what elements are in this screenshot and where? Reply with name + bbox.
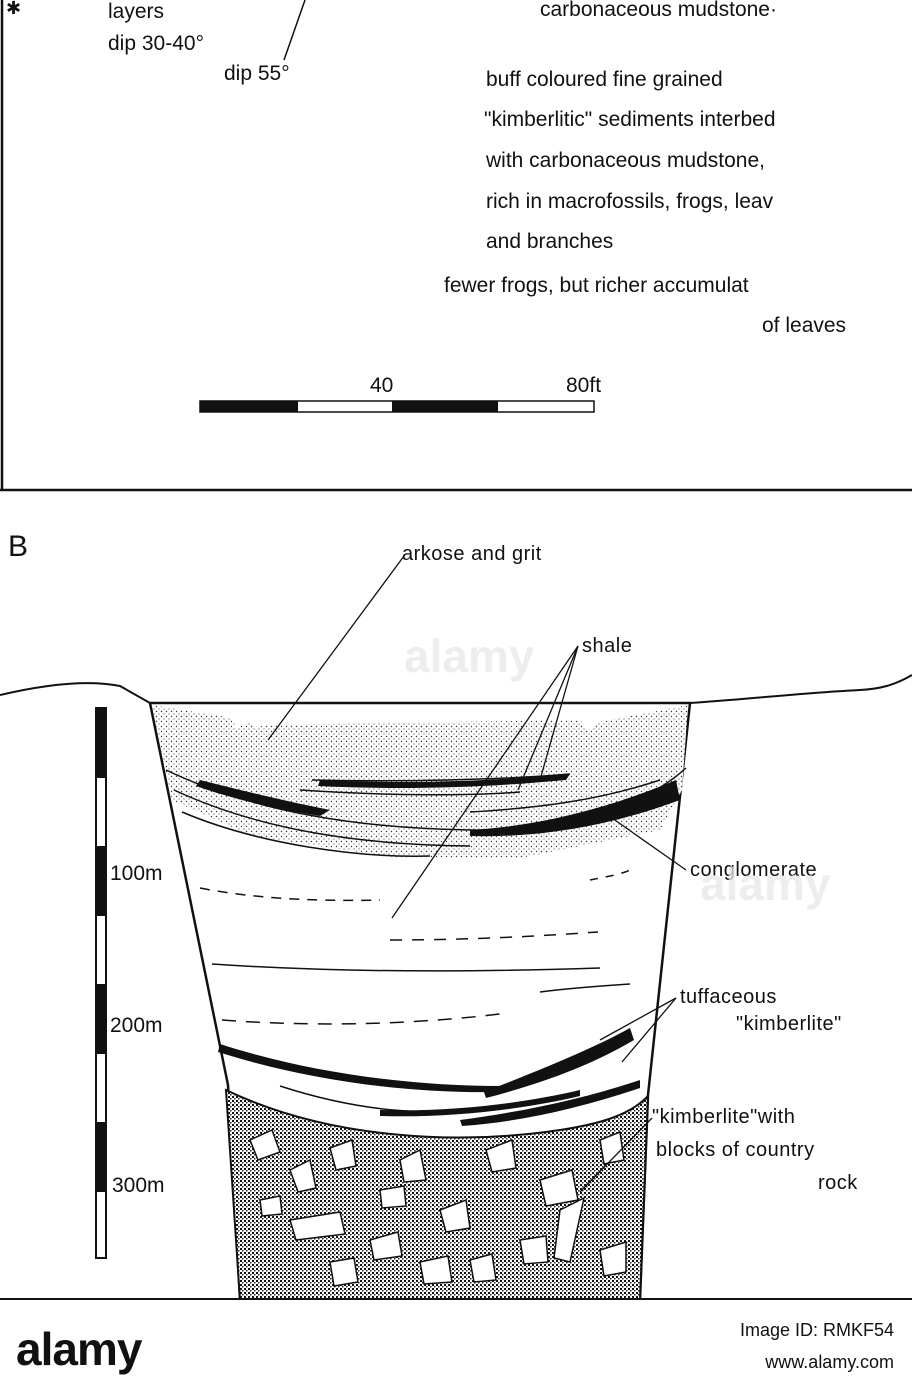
scale-mark-80: 80ft <box>566 374 601 397</box>
label-blocks-of-country: blocks of country <box>656 1139 815 1161</box>
label-conglomerate: conglomerate <box>690 859 817 881</box>
scale-bar-feet: 40 80ft <box>199 374 601 413</box>
label-rock: rock <box>818 1172 858 1194</box>
note-line-2: buff coloured fine grained <box>486 68 723 91</box>
diagram-canvas: layers dip 30-40° dip 55° ✱ carbonaceous… <box>0 0 912 1300</box>
dip-leader-line <box>283 0 306 61</box>
ground-surface <box>0 674 912 714</box>
legend-layers: layers <box>108 0 164 23</box>
watermark-layer: alamy alamy <box>404 630 831 910</box>
depth-label-100m: 100m <box>110 862 163 885</box>
stock-footer: alamy Image ID: RMKF54 www.alamy.com <box>0 1300 912 1390</box>
panel-a: layers dip 30-40° dip 55° ✱ carbonaceous… <box>0 0 912 492</box>
country-rock-blocks <box>249 1128 627 1287</box>
depth-label-300m: 300m <box>112 1174 165 1197</box>
label-arkose-and-grit: arkose and grit <box>402 543 542 565</box>
depth-scale-bar <box>95 707 107 1259</box>
scale-mark-40: 40 <box>370 374 393 397</box>
leader-shale <box>391 645 579 919</box>
label-tuffaceous: tuffaceous <box>680 986 777 1008</box>
note-line-6: and branches <box>486 230 613 253</box>
note-line-8: of leaves <box>762 314 846 337</box>
label-shale: shale <box>582 635 632 657</box>
note-line-5: rich in macrofossils, frogs, leav <box>486 190 774 213</box>
label-tuffaceous-kimberlite: "kimberlite" <box>736 1013 842 1035</box>
leader-kimberlite <box>579 1117 653 1193</box>
leader-arkose <box>267 555 405 741</box>
bedding-lines <box>165 767 687 1113</box>
rock-symbol-icon: ✱ <box>6 0 21 18</box>
legend-dip-1: dip 30-40° <box>108 32 204 55</box>
footer-brand-logo: alamy <box>16 1323 142 1375</box>
note-line-1: carbonaceous mudstone· <box>540 0 777 21</box>
depth-label-200m: 200m <box>110 1014 163 1037</box>
watermark-right: alamy <box>700 858 831 910</box>
legend-dip-2: dip 55° <box>224 62 290 85</box>
footer-site-url[interactable]: www.alamy.com <box>765 1352 894 1372</box>
watermark-center: alamy <box>404 630 535 682</box>
footer-image-id: Image ID: RMKF54 <box>739 1320 894 1340</box>
conglomerate-lenses <box>196 774 680 1126</box>
label-kimberlite-with: "kimberlite"with <box>652 1106 795 1128</box>
note-line-3: "kimberlitic" sediments interbed <box>484 108 776 131</box>
leader-conglomerate <box>611 817 687 871</box>
panel-b-letter: B <box>8 530 28 563</box>
note-line-4: with carbonaceous mudstone, <box>485 149 765 172</box>
panel-b: B <box>0 530 912 1300</box>
note-line-7: fewer frogs, but richer accumulat <box>444 274 749 297</box>
leader-tuffaceous <box>599 997 677 1063</box>
